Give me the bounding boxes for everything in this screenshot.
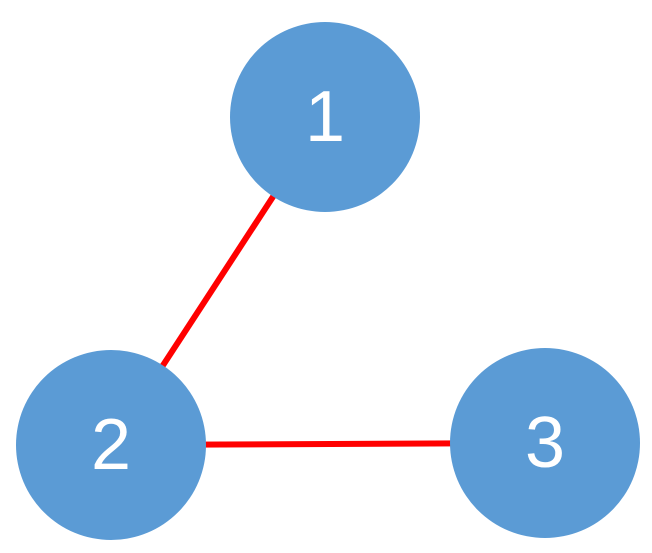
node-1-circle[interactable] (230, 22, 420, 212)
node-3[interactable]: 3 (450, 348, 640, 538)
node-1-label: 1 (305, 77, 345, 157)
node-2[interactable]: 2 (16, 350, 206, 540)
node-2-label: 2 (91, 405, 131, 485)
node-3-label: 3 (525, 403, 565, 483)
nodes-layer: 1 2 3 (16, 22, 640, 540)
node-1[interactable]: 1 (230, 22, 420, 212)
node-2-circle[interactable] (16, 350, 206, 540)
node-3-circle[interactable] (450, 348, 640, 538)
